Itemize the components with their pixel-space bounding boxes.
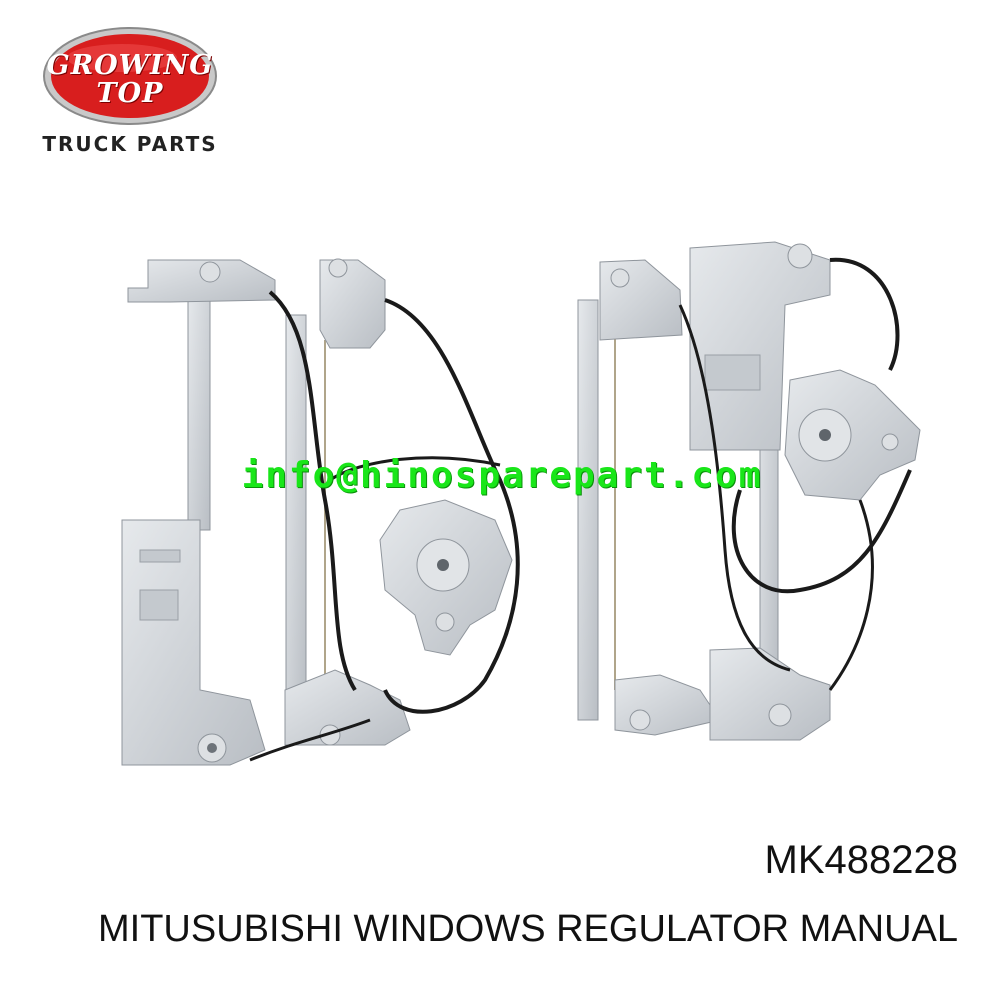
right-regulator <box>577 241 921 741</box>
watermark-email: info@hinosparepart.com <box>241 455 763 496</box>
brand-logo: GROWING TOP TRUCK PARTS <box>30 22 230 162</box>
product-photo <box>121 241 921 766</box>
logo-line1: GROWING <box>46 50 214 81</box>
logo-badge-icon <box>43 27 217 125</box>
product-name: MITUSUBISHI WINDOWS REGULATOR MANUAL <box>98 908 958 950</box>
left-regulator <box>121 258 520 766</box>
part-number: MK488228 <box>764 838 958 882</box>
logo-tagline: TRUCK PARTS <box>42 132 218 156</box>
logo-line2: TOP <box>96 78 164 109</box>
